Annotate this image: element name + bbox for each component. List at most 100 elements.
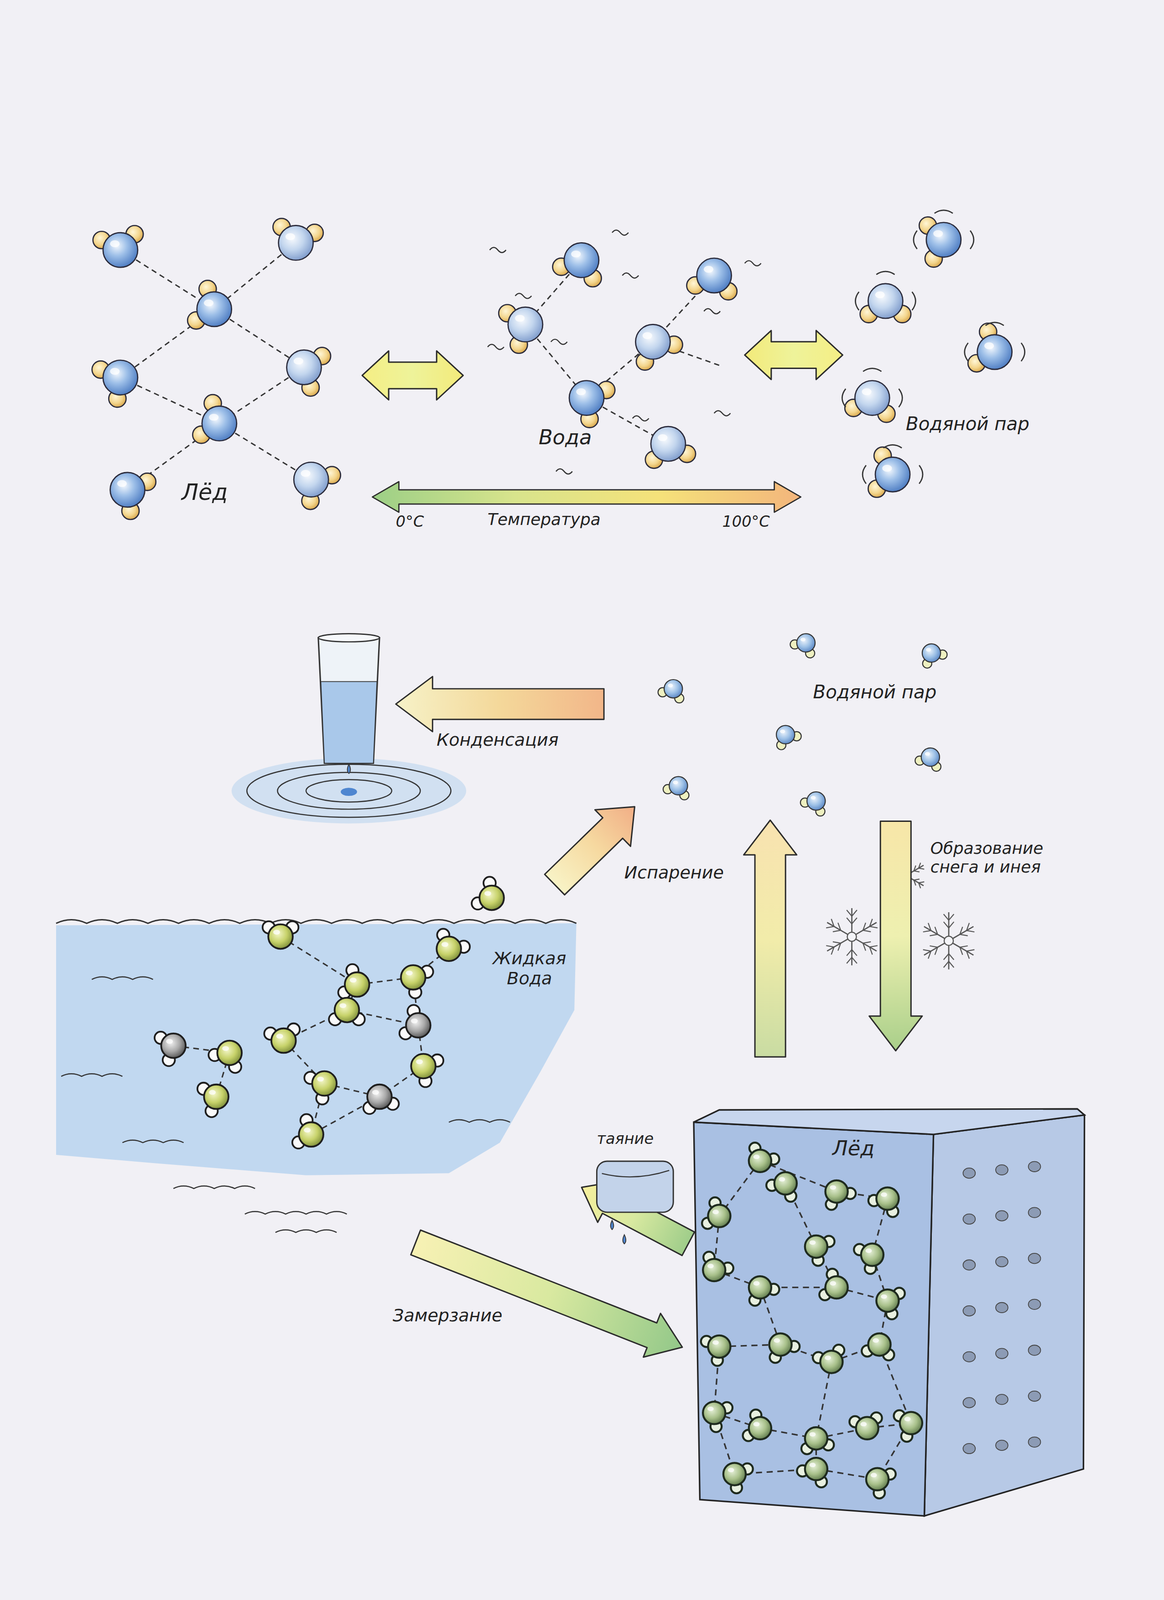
snowflake-branch	[959, 926, 963, 935]
water-molecule	[853, 1243, 884, 1274]
snowflake-branch	[869, 946, 873, 955]
water-surface	[56, 919, 577, 924]
water-molecule	[645, 426, 696, 469]
water-molecule	[262, 921, 299, 950]
drip	[622, 1234, 626, 1244]
atom-highlight	[208, 413, 219, 421]
motion-mark	[744, 260, 762, 266]
oxygen-atom	[825, 1180, 848, 1203]
oxygen-atom	[669, 776, 688, 796]
node-shape	[637, 617, 967, 816]
snowflake-branch	[846, 957, 852, 964]
atom-highlight	[109, 240, 120, 248]
water-molecule	[293, 462, 341, 510]
water-molecule	[338, 964, 370, 999]
label-holder: Испарение	[624, 862, 724, 884]
snowflake-branch	[914, 880, 916, 886]
oxygen-atom	[696, 258, 732, 293]
snowflake-branch	[966, 923, 970, 931]
glass-rim	[318, 633, 380, 642]
water-molecule	[796, 1457, 828, 1488]
snowflake-branch	[928, 923, 931, 931]
phase-transition-arrow	[743, 820, 797, 1057]
phase-transition-arrow	[744, 330, 843, 380]
hydrogen-bond	[879, 1344, 911, 1424]
oxygen-atom	[367, 1084, 392, 1110]
oxygen-atom	[702, 1258, 726, 1282]
atom-highlight	[862, 388, 872, 395]
atom-highlight	[875, 291, 885, 299]
oxygen-atom	[825, 1276, 848, 1299]
snowflake-branch	[914, 878, 920, 880]
atom-highlight	[904, 1416, 911, 1422]
water-molecule	[569, 380, 615, 428]
snowflake-branch	[929, 945, 938, 948]
water-molecule	[919, 217, 962, 268]
oxygen-atom	[748, 1417, 772, 1440]
phase-transition-arrow	[362, 350, 463, 400]
atom-highlight	[880, 1294, 888, 1300]
water-molecule	[92, 360, 138, 408]
atom-highlight	[410, 1018, 418, 1024]
oxygen-atom	[344, 972, 370, 998]
ice-cube-top	[693, 1108, 1085, 1135]
snowflake-branch	[923, 949, 931, 951]
atom-highlight	[372, 1089, 380, 1095]
oxygen-atom	[748, 1149, 772, 1173]
molecule-dot	[995, 1210, 1009, 1221]
motion-mark	[714, 410, 731, 416]
oxygen-atom	[564, 242, 599, 278]
node-shape	[471, 209, 739, 480]
oxygen-atom	[334, 997, 360, 1023]
oxygen-atom	[861, 1243, 884, 1266]
oxygen-atom	[271, 1028, 297, 1054]
snowflake-branch	[862, 922, 866, 931]
molecule-dot	[962, 1305, 976, 1316]
snowflake-branch	[959, 934, 968, 936]
snowflake-branch	[832, 930, 841, 932]
atom-highlight	[273, 929, 281, 935]
atom-highlight	[303, 1127, 311, 1133]
atom-highlight	[829, 1281, 837, 1286]
snowflake-branch	[852, 917, 858, 924]
snowflake-branch	[852, 909, 858, 916]
ripple	[246, 764, 451, 818]
snowflake-branch	[966, 949, 975, 951]
atom-highlight	[753, 1281, 760, 1286]
motion-mark	[970, 230, 974, 250]
snowflake-branch	[959, 945, 968, 948]
oxygen-atom	[854, 380, 890, 416]
oxygen-atom	[774, 1172, 797, 1195]
snowflake-branch	[862, 941, 871, 944]
molecule-dot	[995, 1394, 1009, 1405]
label-holder: 100°C	[722, 513, 770, 531]
water-molecule	[748, 1142, 780, 1173]
atom-highlight	[778, 1177, 785, 1182]
atom-highlight	[657, 434, 668, 442]
water-molecule	[800, 791, 826, 816]
snowflake-branch	[943, 921, 949, 928]
snowflake-branch	[826, 945, 834, 947]
water-molecule	[498, 304, 543, 354]
snowflake-branch	[914, 870, 920, 872]
water-molecule	[471, 876, 505, 910]
water-molecule	[304, 1070, 337, 1105]
drip	[347, 764, 351, 774]
atom-highlight	[276, 1033, 284, 1039]
snowflake-branch	[918, 883, 921, 889]
oxygen-atom	[702, 1401, 726, 1424]
water-wave	[61, 1073, 123, 1077]
molecule-dot	[995, 1440, 1009, 1451]
molecule-dot	[1028, 1391, 1041, 1402]
snowflake-branch	[943, 914, 949, 920]
water-molecule	[658, 679, 685, 703]
water-wave	[244, 1211, 348, 1215]
atom-highlight	[829, 1185, 837, 1190]
water-molecule	[399, 1004, 431, 1040]
molecule-dot	[995, 1348, 1009, 1359]
snowflake-branch	[846, 949, 852, 956]
atom-highlight	[441, 941, 449, 947]
snowflake-branch	[846, 917, 852, 924]
molecule-dot	[995, 1164, 1009, 1175]
water-wave	[91, 976, 153, 980]
